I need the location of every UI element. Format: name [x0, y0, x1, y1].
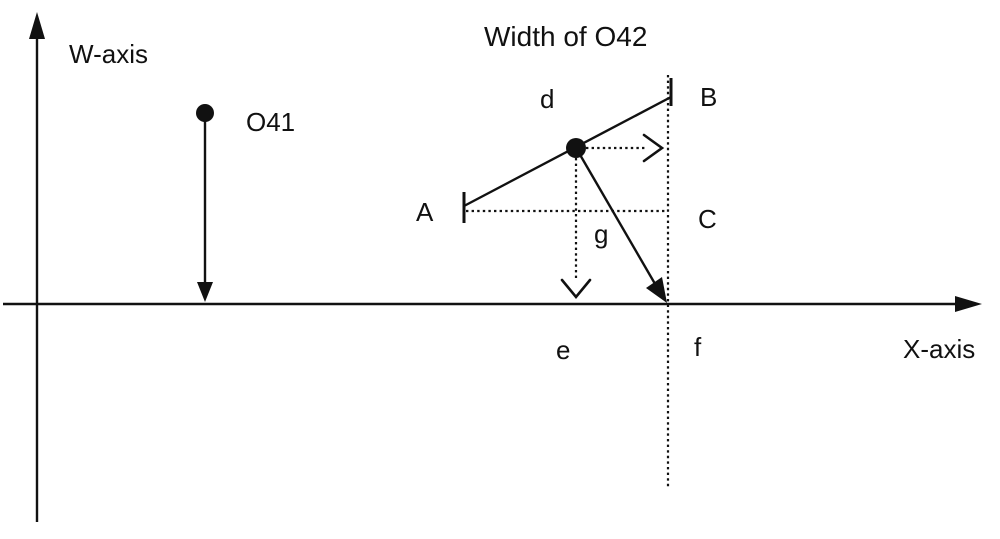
label-a: A — [416, 197, 434, 227]
midpoint-right-dotted-arrowhead — [642, 133, 665, 163]
x-axis-label: X-axis — [903, 334, 975, 364]
label-b: B — [700, 82, 717, 112]
o41-point — [196, 104, 214, 122]
o41-label: O41 — [246, 107, 295, 137]
label-c: C — [698, 204, 717, 234]
segment-midpoint — [566, 138, 586, 158]
g-arrow-line — [577, 152, 660, 290]
midpoint-down-dotted-arrowhead — [560, 278, 592, 300]
label-f: f — [694, 332, 702, 362]
w-axis-label: W-axis — [69, 39, 148, 69]
label-e: e — [556, 335, 570, 365]
diagram-title: Width of O42 — [484, 21, 647, 52]
label-g: g — [594, 219, 608, 249]
label-d: d — [540, 84, 554, 114]
g-arrowhead — [646, 277, 667, 303]
w-axis-arrowhead — [29, 12, 45, 39]
x-axis-arrowhead — [955, 296, 982, 312]
o41-drop-arrowhead — [197, 282, 213, 302]
